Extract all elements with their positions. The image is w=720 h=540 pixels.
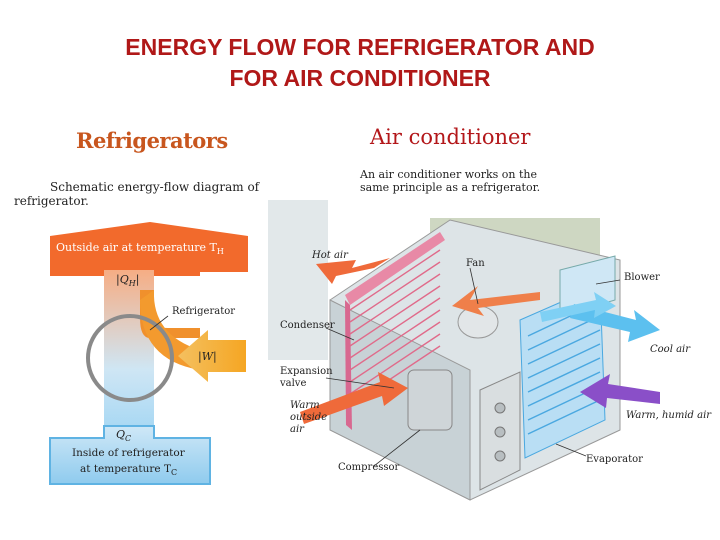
title-line-2: FOR AIR CONDITIONER [229,65,491,91]
refrigerators-heading: Refrigerators [76,128,228,153]
cold-box-line-1: Inside of refrigerator [72,447,186,459]
work-label: |W| [198,350,217,364]
air-conditioner-caption: An air conditioner works on the same pri… [360,168,570,194]
blower-intake-arrow [540,292,616,322]
warm-humid-air-arrow [580,374,660,408]
refrigerator-leader-line [149,315,169,331]
control-knob-2 [494,426,506,438]
refrigerator-cycle-ring [86,314,174,402]
control-knob-1 [494,402,506,414]
cool-air-label: Cool air [650,344,691,355]
refrigerator-caption-line-1: Schematic energy-flow diagram of [50,180,260,194]
fan-exhaust-arrow [452,286,540,316]
slide-title: ENERGY FLOW FOR REFRIGERATOR AND FOR AIR… [0,32,720,94]
warm-outside-air-label-3: air [290,424,305,435]
leader-lines [325,267,621,467]
qc-label: QC [116,428,131,443]
blower-label: Blower [624,272,660,283]
fan-label: Fan [466,258,485,269]
hot-reservoir-box [50,222,248,276]
warm-outside-air-arrow [300,372,408,424]
wall-background [268,200,328,360]
warm-outside-air-label-2: outside [290,412,327,423]
refrigerator-caption-line-2: refrigerator. [14,194,89,208]
warm-humid-air-label: Warm, humid air [626,410,712,421]
work-arrow [178,330,246,382]
expansion-valve-label-1: Expansion [280,366,333,377]
cold-reservoir-box [49,425,211,485]
cool-air-arrow [570,304,660,342]
warm-outside-air-label-1: Warm [290,400,320,411]
hot-box-label: Outside air at temperature TH [56,241,224,256]
expansion-valve-label-2: valve [279,378,306,389]
air-conditioner-illustration: Hot air Fan Blower Condenser Cool air Ex… [268,200,712,501]
evaporator-coil [519,284,606,459]
cold-box-line-2: at temperature TC [80,463,177,477]
ac-caption-line-1: An air conditioner works on the [360,168,538,181]
refrigerator-label: Refrigerator [172,306,235,317]
hot-air-label: Hot air [311,250,349,261]
air-conditioner-heading: Air conditioner [370,125,531,149]
title-line-1: ENERGY FLOW FOR REFRIGERATOR AND [125,34,595,60]
hot-air-arrow [316,258,390,284]
ac-caption-line-2: same principle as a refrigerator. [360,181,541,194]
refrigerator-flow-diagram: Outside air at temperature TH |QH| Refri… [49,222,248,485]
refrigerator-caption: Schematic energy-flow diagram of refrige… [14,180,262,208]
qh-label: |QH| [116,273,139,288]
compressor-label: Compressor [338,462,400,473]
control-knob-3 [494,450,506,462]
compressor-body [407,369,453,431]
evaporator-label: Evaporator [586,454,643,465]
condenser-label: Condenser [280,320,335,331]
